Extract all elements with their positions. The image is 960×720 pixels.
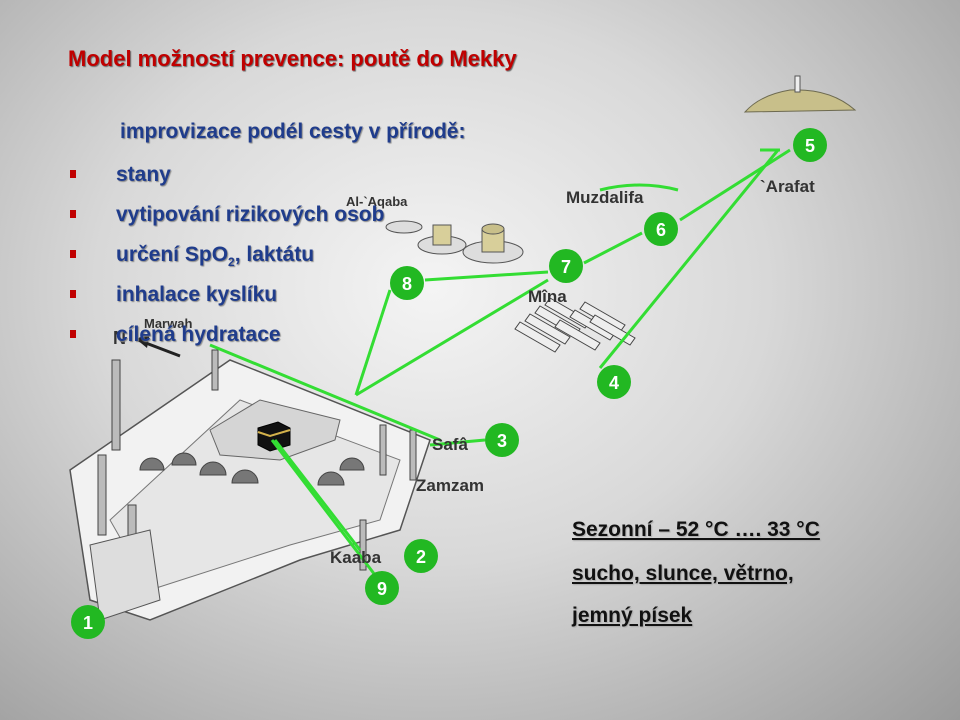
station-1: 1 [71,605,105,639]
label-north: N [113,328,126,348]
climate-line-2: sucho, slunce, větrno, [572,562,794,585]
bullet-icon [70,210,76,218]
climate-line-3: jemný písek [572,604,693,627]
station-9: 9 [365,571,399,605]
svg-text:2: 2 [416,547,426,567]
slide-title: Model možností prevence: poutě do Mekky [68,46,517,71]
label-safa: Safâ [432,435,468,454]
bullet-item: určení SpO2, laktátu [68,238,384,278]
bullet-item: inhalace kyslíku [68,278,384,318]
bullet-icon [70,250,76,258]
station-2: 2 [404,539,438,573]
bullet-icon [70,330,76,338]
bullet-icon [70,170,76,178]
station-4: 4 [597,365,631,399]
svg-text:8: 8 [402,274,412,294]
bullet-item: cílená hydratace [68,318,384,358]
label-muzdalifa: Muzdalifa [566,188,644,207]
kaaba-icon [257,421,291,452]
pilgrimage-route [209,148,791,576]
north-arrow-icon [136,333,181,358]
grand-mosque-illustration [69,349,431,621]
svg-text:7: 7 [561,257,571,277]
svg-text:6: 6 [656,220,666,240]
station-markers: 1 2 3 4 5 6 7 8 9 [71,128,827,639]
bullet-item: stany [68,158,384,198]
label-marwah: Marwah [144,316,193,331]
svg-text:1: 1 [83,613,93,633]
label-zamzam: Zamzam [416,476,485,495]
svg-text:9: 9 [377,579,387,599]
label-al-aqaba: Al-`Aqaba [346,194,408,209]
bullet-list: stany vytipování rizikových osob určení … [68,158,384,358]
jamarat-pillars-icon [385,220,524,264]
station-6: 6 [644,212,678,246]
label-mina: Mîna [528,287,567,306]
station-7: 7 [549,249,583,283]
bullet-icon [70,290,76,298]
svg-text:3: 3 [497,431,507,451]
station-8: 8 [390,266,424,300]
station-5: 5 [793,128,827,162]
climate-line-1: Sezonní – 52 °C …. 33 °C [572,518,820,541]
station-3: 3 [485,423,519,457]
svg-text:5: 5 [805,136,815,156]
label-kaaba: Kaaba [330,548,382,567]
mina-tents-icon [514,297,636,353]
svg-text:4: 4 [609,373,619,393]
bullet-item: vytipování rizikových osob [68,198,384,238]
label-arafat: `Arafat [760,177,815,196]
arafat-hill-icon [743,75,857,113]
slide-subtitle: improvizace podél cesty v přírodě: [120,120,466,143]
